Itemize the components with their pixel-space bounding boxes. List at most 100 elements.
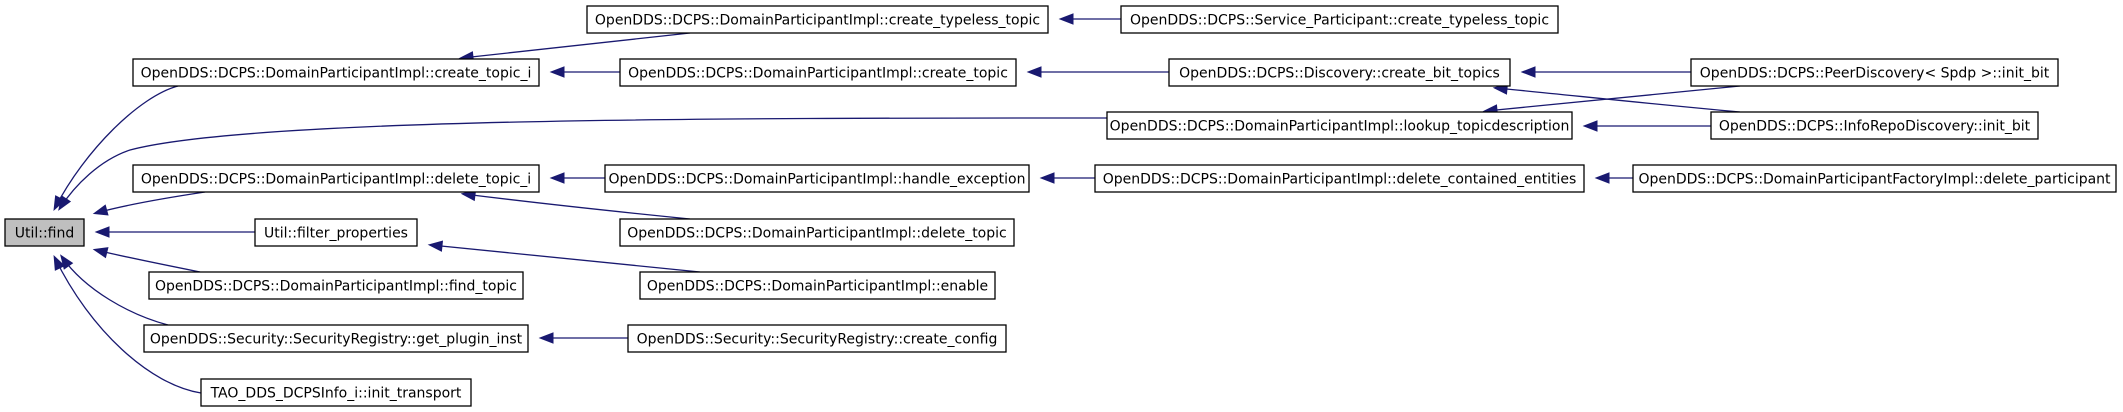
node-label: OpenDDS::DCPS::DomainParticipantImpl::de… xyxy=(141,172,531,188)
node-create-topic-i[interactable]: OpenDDS::DCPS::DomainParticipantImpl::cr… xyxy=(132,58,540,87)
node-label: OpenDDS::DCPS::DomainParticipantImpl::lo… xyxy=(1110,119,1570,135)
node-create-config[interactable]: OpenDDS::Security::SecurityRegistry::cre… xyxy=(627,324,1007,353)
node-get-plugin-inst[interactable]: OpenDDS::Security::SecurityRegistry::get… xyxy=(143,324,529,353)
edge-filter_properties-to-find xyxy=(94,226,255,238)
edge-inforepo_init_bit-to-lookup_topicdescription xyxy=(1582,120,1711,132)
node-box xyxy=(1632,164,2117,193)
arrowhead-icon xyxy=(1520,66,1536,78)
node-delete-participant[interactable]: OpenDDS::DCPS::DomainParticipantFactoryI… xyxy=(1632,164,2117,193)
edge-handle_exception-to-delete_topic_i xyxy=(549,172,605,184)
node-service-create-typeless-topic[interactable]: OpenDDS::DCPS::Service_Participant::crea… xyxy=(1120,5,1559,34)
node-label: OpenDDS::DCPS::PeerDiscovery< Spdp >::in… xyxy=(1700,66,2050,82)
node-box xyxy=(4,218,85,247)
edge-delete_topic_i-to-find xyxy=(92,191,206,216)
edge-line xyxy=(54,257,202,394)
node-label: Util::find xyxy=(15,226,75,242)
edge-service_create_typeless_topic-to-create_typeless_topic xyxy=(1058,13,1121,25)
edge-line xyxy=(54,85,179,209)
node-init-transport[interactable]: TAO_DDS_DCPSInfo_i::init_transport xyxy=(200,378,472,407)
edge-peer_init_bit-to-create_bit_topics xyxy=(1520,66,1691,78)
edge-line xyxy=(461,32,691,59)
nodes-layer: Util::findOpenDDS::DCPS::DomainParticipa… xyxy=(4,5,2117,407)
node-find[interactable]: Util::find xyxy=(4,218,85,247)
edge-line xyxy=(95,191,206,214)
node-label: OpenDDS::DCPS::Discovery::create_bit_top… xyxy=(1179,66,1500,82)
node-box xyxy=(586,5,1049,34)
node-label: OpenDDS::DCPS::Service_Participant::crea… xyxy=(1130,13,1549,29)
edge-line xyxy=(430,244,701,273)
node-peer-init-bit[interactable]: OpenDDS::DCPS::PeerDiscovery< Spdp >::in… xyxy=(1690,58,2059,87)
node-label: Util::filter_properties xyxy=(264,226,408,242)
node-box xyxy=(1094,164,1585,193)
arrowhead-icon xyxy=(1594,172,1610,184)
node-label: OpenDDS::DCPS::DomainParticipantImpl::cr… xyxy=(595,13,1040,29)
node-label: OpenDDS::DCPS::DomainParticipantImpl::en… xyxy=(647,279,988,295)
node-box xyxy=(143,324,529,353)
node-box xyxy=(627,324,1007,353)
node-box xyxy=(148,271,524,300)
node-box xyxy=(604,164,1030,193)
edge-create_topic-to-create_topic_i xyxy=(549,66,620,78)
arrowhead-icon xyxy=(1026,66,1042,78)
arrowhead-icon xyxy=(94,226,110,238)
node-box xyxy=(132,164,540,193)
edge-delete_contained_entities-to-handle_exception xyxy=(1039,172,1095,184)
node-lookup-topicdescription[interactable]: OpenDDS::DCPS::DomainParticipantImpl::lo… xyxy=(1106,111,1573,140)
node-handle-exception[interactable]: OpenDDS::DCPS::DomainParticipantImpl::ha… xyxy=(604,164,1030,193)
node-label: OpenDDS::Security::SecurityRegistry::cre… xyxy=(637,332,998,348)
node-create-bit-topics[interactable]: OpenDDS::DCPS::Discovery::create_bit_top… xyxy=(1168,58,1511,87)
node-label: TAO_DDS_DCPSInfo_i::init_transport xyxy=(210,386,462,402)
arrowhead-icon xyxy=(549,172,565,184)
node-box xyxy=(619,58,1017,87)
node-find-topic[interactable]: OpenDDS::DCPS::DomainParticipantImpl::fi… xyxy=(148,271,524,300)
node-label: OpenDDS::DCPS::InfoRepoDiscovery::init_b… xyxy=(1719,119,2031,135)
edge-line xyxy=(1495,87,1741,113)
node-box xyxy=(200,378,472,407)
node-delete-topic-i[interactable]: OpenDDS::DCPS::DomainParticipantImpl::de… xyxy=(132,164,540,193)
arrowhead-icon xyxy=(538,332,554,344)
node-box xyxy=(1710,111,2039,140)
node-box xyxy=(639,271,996,300)
arrowhead-icon xyxy=(92,204,109,216)
edge-enable-to-filter_properties xyxy=(427,240,701,273)
node-label: OpenDDS::DCPS::DomainParticipantImpl::fi… xyxy=(155,279,517,295)
node-box xyxy=(132,58,540,87)
arrowhead-icon xyxy=(53,254,66,271)
arrowhead-icon xyxy=(58,195,72,211)
arrowhead-icon xyxy=(427,240,444,252)
node-delete-topic[interactable]: OpenDDS::DCPS::DomainParticipantImpl::de… xyxy=(619,218,1015,247)
node-inforepo-init-bit[interactable]: OpenDDS::DCPS::InfoRepoDiscovery::init_b… xyxy=(1710,111,2039,140)
edge-init_transport-to-find xyxy=(53,254,202,394)
node-create-typeless-topic[interactable]: OpenDDS::DCPS::DomainParticipantImpl::cr… xyxy=(586,5,1049,34)
node-box xyxy=(1106,111,1573,140)
edge-line xyxy=(59,117,1108,209)
arrowhead-icon xyxy=(1058,13,1074,25)
node-label: OpenDDS::DCPS::DomainParticipantImpl::cr… xyxy=(141,66,532,82)
node-label: OpenDDS::DCPS::DomainParticipantImpl::ha… xyxy=(609,172,1026,188)
edge-line xyxy=(1485,85,1741,112)
edge-find_topic-to-find xyxy=(92,247,201,273)
node-box xyxy=(254,218,418,247)
node-box xyxy=(1690,58,2059,87)
edge-create_typeless_topic-to-create_topic_i xyxy=(458,32,691,63)
edge-lookup_topicdescription-to-find xyxy=(58,117,1108,211)
arrowhead-icon xyxy=(549,66,565,78)
edge-delete_topic-to-delete_topic_i xyxy=(460,189,691,220)
node-delete-contained-entities[interactable]: OpenDDS::DCPS::DomainParticipantImpl::de… xyxy=(1094,164,1585,193)
node-label: OpenDDS::DCPS::DomainParticipantImpl::de… xyxy=(1103,172,1577,188)
node-create-topic[interactable]: OpenDDS::DCPS::DomainParticipantImpl::cr… xyxy=(619,58,1017,87)
arrowhead-icon xyxy=(1582,120,1598,132)
arrowhead-icon xyxy=(92,247,109,259)
edge-line xyxy=(463,193,691,220)
edge-line xyxy=(95,249,201,273)
node-label: OpenDDS::DCPS::DomainParticipantImpl::cr… xyxy=(628,66,1008,82)
node-enable[interactable]: OpenDDS::DCPS::DomainParticipantImpl::en… xyxy=(639,271,996,300)
node-label: OpenDDS::Security::SecurityRegistry::get… xyxy=(150,332,523,348)
node-filter-properties[interactable]: Util::filter_properties xyxy=(254,218,418,247)
node-box xyxy=(1168,58,1511,87)
edge-create_config-to-get_plugin_inst xyxy=(538,332,628,344)
node-box xyxy=(619,218,1015,247)
edge-delete_participant-to-delete_contained_entities xyxy=(1594,172,1633,184)
edge-line xyxy=(61,256,169,326)
